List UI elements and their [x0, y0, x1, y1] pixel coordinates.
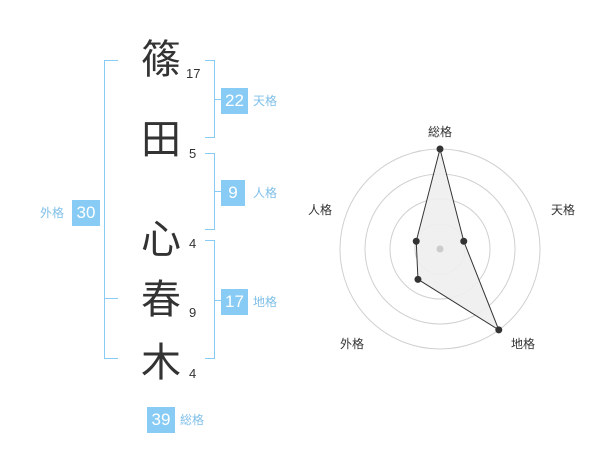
- gaikaku-label: 外格: [40, 206, 65, 220]
- radar-point-1: [436, 145, 444, 153]
- gaikaku-bracket-mid: [104, 298, 118, 299]
- name-char-2: 田: [141, 117, 181, 163]
- soukaku-label: 総格: [180, 413, 205, 427]
- tenkaku-label: 天格: [253, 94, 278, 108]
- radar-point-3: [495, 326, 503, 334]
- jinkaku-bracket: [205, 153, 215, 230]
- radar-label-chikaku: 地格: [511, 337, 536, 351]
- stroke-count-5: 4: [189, 366, 197, 381]
- radar-center-dot: [436, 245, 444, 253]
- jinkaku-value-box: 9: [221, 180, 245, 206]
- stroke-count-2: 5: [189, 146, 197, 161]
- stroke-count-1: 17: [186, 66, 201, 81]
- stroke-count-3: 4: [189, 236, 197, 251]
- tenkaku-bracket: [205, 60, 215, 138]
- radar-point-5: [412, 237, 420, 245]
- radar-label-gaikaku: 外格: [340, 337, 365, 351]
- radar-label-jinkaku: 人格: [308, 203, 333, 217]
- chikaku-bracket: [205, 240, 215, 359]
- name-char-3: 心: [141, 217, 181, 263]
- bracket-connector-chikaku: [215, 300, 221, 301]
- soukaku-value-box: 39: [147, 407, 175, 433]
- radar-label-soukaku: 総格: [428, 125, 453, 139]
- radar-point-4: [414, 275, 422, 283]
- radar-point-2: [460, 237, 468, 245]
- name-char-4: 春: [141, 277, 181, 323]
- tenkaku-value-box: 22: [221, 88, 248, 114]
- stroke-count-4: 9: [189, 305, 197, 320]
- chikaku-label: 地格: [253, 295, 278, 309]
- name-char-1: 篠: [141, 37, 181, 83]
- bracket-connector-jinkaku: [215, 191, 221, 192]
- radar-area: [415, 148, 500, 332]
- radar-label-tenkaku: 天格: [551, 203, 576, 217]
- chikaku-value-box: 17: [221, 289, 248, 315]
- bracket-connector-tenkaku: [215, 99, 221, 100]
- name-char-5: 木: [141, 340, 181, 386]
- gaikaku-bracket: [104, 60, 118, 359]
- gaikaku-value-box: 30: [72, 200, 100, 226]
- jinkaku-label: 人格: [253, 186, 278, 200]
